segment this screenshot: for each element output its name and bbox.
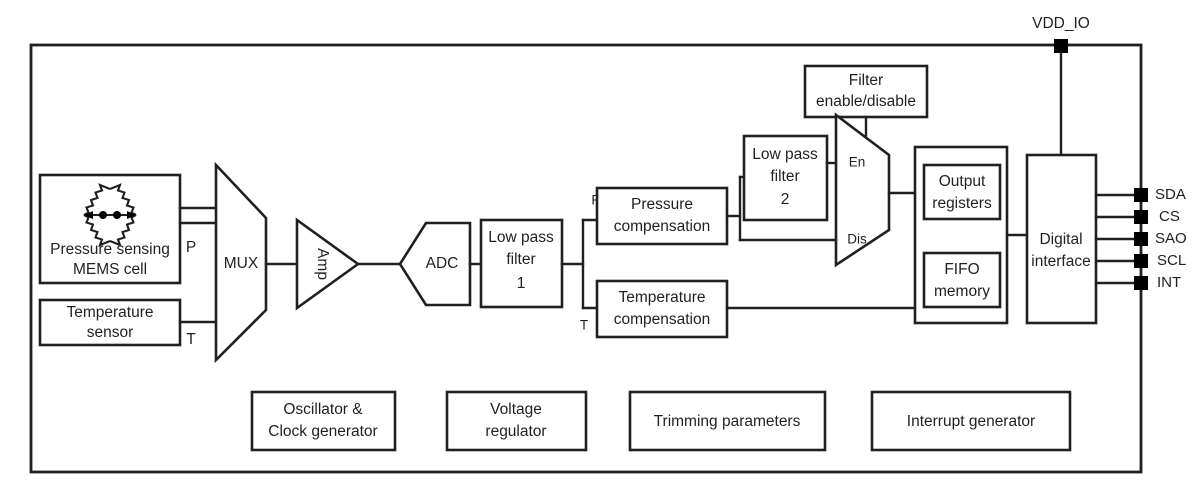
pin-label-int: INT [1157, 274, 1181, 291]
interface-pin-group: SDA CS SAO SCL INT [1094, 186, 1187, 291]
pad-int [1134, 276, 1148, 290]
pad-sda [1134, 188, 1148, 202]
block-trimming-parameters [628, 390, 827, 452]
pressure-mems-label-line2: MEMS cell [73, 261, 147, 278]
block-oscillator-clock-generator [250, 390, 397, 452]
lpf2-label-line2: filter [770, 168, 799, 185]
pad-sao [1134, 232, 1148, 246]
amp-label: Amp [314, 248, 331, 280]
pin-label-scl: SCL [1157, 252, 1186, 269]
block-filter-mux [834, 112, 891, 268]
block-amp [295, 217, 361, 311]
block-temperature-sensor [38, 298, 182, 347]
vdd-io-pad [1054, 39, 1068, 53]
signal-label-t: T [186, 331, 196, 348]
pin-label-sda: SDA [1155, 186, 1186, 203]
filter-mux-input-dis-label: Dis [847, 232, 867, 247]
temperature-compensation-label-line2: compensation [614, 311, 711, 328]
mux-label: MUX [224, 255, 259, 272]
block-low-pass-filter-1 [479, 218, 564, 309]
filter-enable-disable-label-line1: Filter [849, 72, 883, 89]
oscillator-clock-label-line2: Clock generator [268, 423, 377, 440]
oscillator-clock-label-line1: Oscillator & [283, 401, 363, 418]
block-pressure-compensation [595, 186, 729, 246]
wheatstone-bridge-icon [83, 183, 137, 247]
temperature-sensor-label-line1: Temperature [66, 304, 153, 321]
lpf1-label-line2: filter [506, 251, 535, 268]
interrupt-generator-label: Interrupt generator [907, 413, 1035, 430]
digital-interface-label-line2: interface [1031, 253, 1090, 270]
block-interrupt-generator [870, 390, 1072, 452]
signal-label-p: P [186, 239, 196, 256]
adc-label: ADC [426, 255, 459, 272]
pad-scl [1134, 254, 1148, 268]
temperature-compensation-label-line1: Temperature [618, 289, 705, 306]
filter-enable-disable-label-line2: enable/disable [816, 93, 916, 110]
digital-interface-label-line1: Digital [1039, 231, 1082, 248]
vdd-io-label: VDD_IO [1032, 15, 1090, 32]
output-registers-label-line2: registers [932, 195, 992, 212]
fifo-memory-label-line1: FIFO [944, 261, 979, 278]
output-registers-label-line1: Output [939, 173, 986, 190]
block-filter-enable-disable [803, 64, 929, 119]
block-temperature-compensation [595, 279, 729, 339]
block-mux [214, 161, 268, 364]
lpf1-label-line1: Low pass [488, 229, 554, 246]
pad-cs [1134, 210, 1148, 224]
temperature-sensor-label-line2: sensor [87, 324, 134, 341]
lpf1-label-line3: 1 [517, 275, 526, 292]
pressure-mems-label-line1: Pressure sensing [50, 241, 170, 258]
pin-label-sao: SAO [1155, 230, 1187, 247]
lpf2-label-line3: 2 [781, 191, 790, 208]
block-pressure-sensing-mems-cell [38, 173, 182, 285]
block-fifo-memory [922, 251, 1002, 309]
fifo-memory-label-line2: memory [934, 283, 990, 300]
block-low-pass-filter-2 [742, 134, 829, 222]
pin-label-cs: CS [1159, 208, 1180, 225]
block-voltage-regulator [445, 390, 588, 452]
filter-mux-input-en-label: En [849, 155, 866, 170]
lpf2-label-line1: Low pass [752, 146, 818, 163]
pressure-compensation-label-line2: compensation [614, 218, 711, 235]
block-digital-interface [1025, 153, 1098, 325]
trimming-parameters-label: Trimming parameters [654, 413, 801, 430]
block-output-registers [922, 163, 1002, 221]
voltage-regulator-label-line2: regulator [485, 423, 546, 440]
signal-label-t-lower: T [580, 318, 588, 333]
voltage-regulator-label-line1: Voltage [490, 401, 542, 418]
pressure-compensation-label-line1: Pressure [631, 196, 693, 213]
